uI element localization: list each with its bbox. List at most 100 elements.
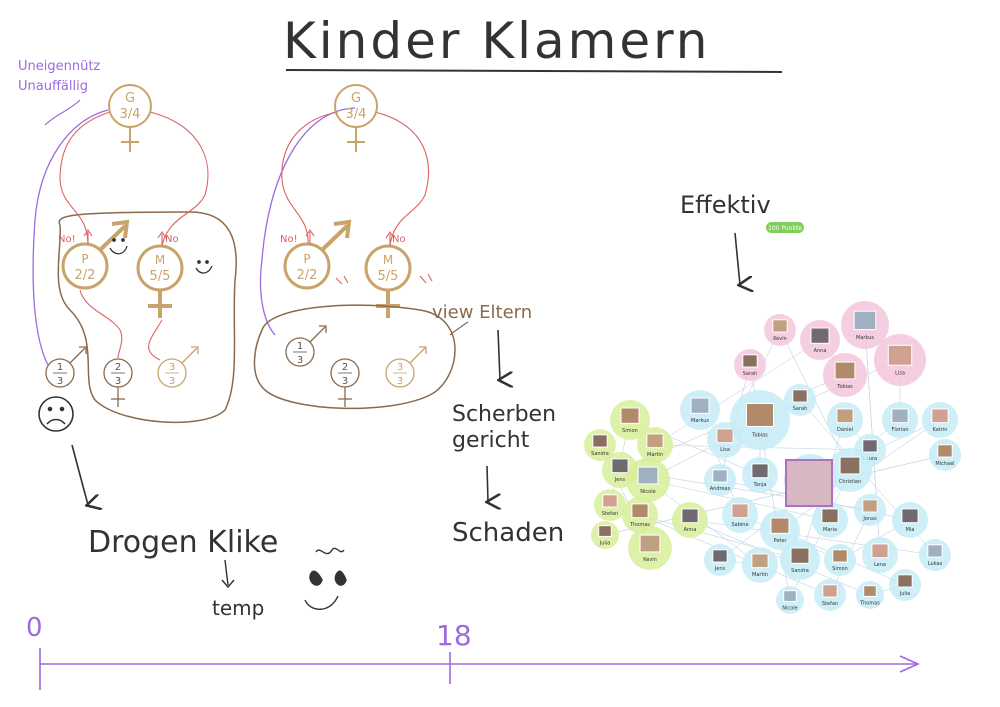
avatar — [821, 508, 839, 524]
grandparent-letter: G — [125, 91, 135, 106]
timeline-label-start: 0 — [26, 613, 43, 643]
avatar — [620, 407, 640, 424]
father-tag: No! — [58, 234, 76, 245]
network-node-label: Tanja — [753, 482, 767, 488]
network-node-label: Martin — [752, 572, 768, 578]
network-node-label: Michael — [935, 461, 954, 467]
network-node-label: Mia — [906, 527, 915, 533]
network-node-label: Lukas — [928, 561, 943, 567]
avatar — [931, 408, 949, 424]
network-node-label: Sarah — [793, 406, 808, 412]
mother-tag: No — [165, 234, 179, 245]
network-node-label: Martin — [647, 452, 663, 458]
avatar — [834, 361, 856, 380]
avatar — [901, 508, 919, 524]
network-node-label: Laura — [863, 456, 877, 462]
avatar — [822, 584, 838, 598]
label-scherben: Scherben — [452, 402, 556, 427]
svg-text:3/4: 3/4 — [346, 107, 367, 122]
avatar — [598, 525, 612, 537]
avatar — [810, 327, 830, 344]
svg-text:G: G — [351, 91, 361, 106]
network-node-label: Lena — [874, 562, 886, 568]
mother-letter: M — [155, 253, 165, 267]
network-node-label: Peter — [773, 538, 787, 544]
avatar — [631, 503, 649, 519]
label-drogen-klike: Drogen Klike — [88, 525, 278, 560]
network-node-label: Anna — [684, 527, 697, 533]
network-node-label: Kevin — [773, 336, 787, 342]
svg-text:3: 3 — [115, 376, 121, 387]
network-edge — [689, 519, 871, 596]
family-diagram-1: G 3/4 P 2/2 No! M 5/5 No 1 — [32, 84, 237, 432]
avatar — [853, 310, 877, 331]
network-node-label: Simon — [832, 566, 848, 572]
avatar — [839, 456, 861, 475]
mother-fraction: 5/5 — [150, 269, 171, 284]
svg-text:3: 3 — [169, 362, 175, 373]
avatar — [863, 585, 877, 597]
network-node-label: Thomas — [859, 600, 880, 606]
network-node-label: Katrin — [933, 427, 948, 433]
network-node-label: Jonas — [862, 516, 877, 522]
svg-text:2/2: 2/2 — [297, 268, 318, 283]
network-node-label: Florian — [891, 427, 908, 433]
svg-text:3: 3 — [297, 355, 303, 366]
note-unauffaellig: Unauffällig — [18, 79, 88, 94]
timeline-label-18: 18 — [436, 619, 472, 652]
svg-text:5/5: 5/5 — [378, 269, 399, 284]
arrow-down — [498, 329, 500, 380]
avatar — [742, 354, 758, 368]
network-node-label: Lisa — [895, 371, 905, 377]
network-node-label: Andreas — [710, 486, 731, 492]
network-node-label: Simon — [622, 428, 638, 434]
label-effektiv: Effektiv — [680, 191, 771, 219]
smiley-icon — [109, 238, 128, 255]
network-node-label: Markus — [856, 335, 874, 341]
svg-text:M: M — [383, 253, 393, 267]
network-node-label: Jens — [614, 477, 626, 483]
note-arrow — [44, 99, 81, 126]
sad-face-icon — [38, 396, 74, 432]
avatar — [937, 444, 953, 458]
arrow-down — [71, 444, 88, 505]
avatar — [887, 344, 913, 366]
father-letter: P — [81, 252, 88, 266]
avatar — [716, 428, 734, 444]
sad-mark-icon — [419, 273, 433, 284]
drunk-face-icon — [304, 547, 347, 610]
svg-text:3: 3 — [169, 376, 175, 387]
effektiv-badge — [766, 222, 804, 233]
network-node-label: Christian — [839, 479, 861, 485]
network-edge — [639, 514, 801, 561]
avatar — [611, 458, 629, 474]
svg-text:3: 3 — [342, 376, 348, 387]
title-underline — [285, 69, 783, 73]
avatar — [790, 547, 810, 564]
grandparent-fraction: 3/4 — [120, 107, 141, 122]
avatar — [832, 549, 848, 563]
network-node-label: Sarah — [743, 371, 758, 377]
network-node-label: Daniel — [837, 427, 853, 433]
note-uneigennuetz: Uneigennütz — [18, 59, 100, 74]
avatar — [690, 397, 710, 414]
father-fraction: 2/2 — [75, 268, 96, 283]
avatar — [770, 517, 790, 534]
label-gericht: gericht — [452, 428, 530, 453]
svg-text:P: P — [303, 252, 310, 266]
label-view-eltern: view Eltern — [432, 302, 532, 323]
svg-text:No: No — [392, 234, 406, 245]
avatar — [639, 534, 661, 553]
avatar — [772, 319, 788, 333]
avatar — [637, 466, 659, 485]
network-node-label: Markus — [691, 418, 709, 424]
avatar — [751, 553, 769, 569]
arrow-down — [734, 232, 740, 285]
label-temp: temp — [212, 596, 264, 620]
highlighted-avatar — [785, 459, 833, 507]
effektiv-badge-text: 100 Punkte — [768, 225, 802, 232]
avatar — [751, 463, 769, 479]
avatar — [746, 403, 774, 427]
network-node-label: Lisa — [720, 447, 730, 453]
